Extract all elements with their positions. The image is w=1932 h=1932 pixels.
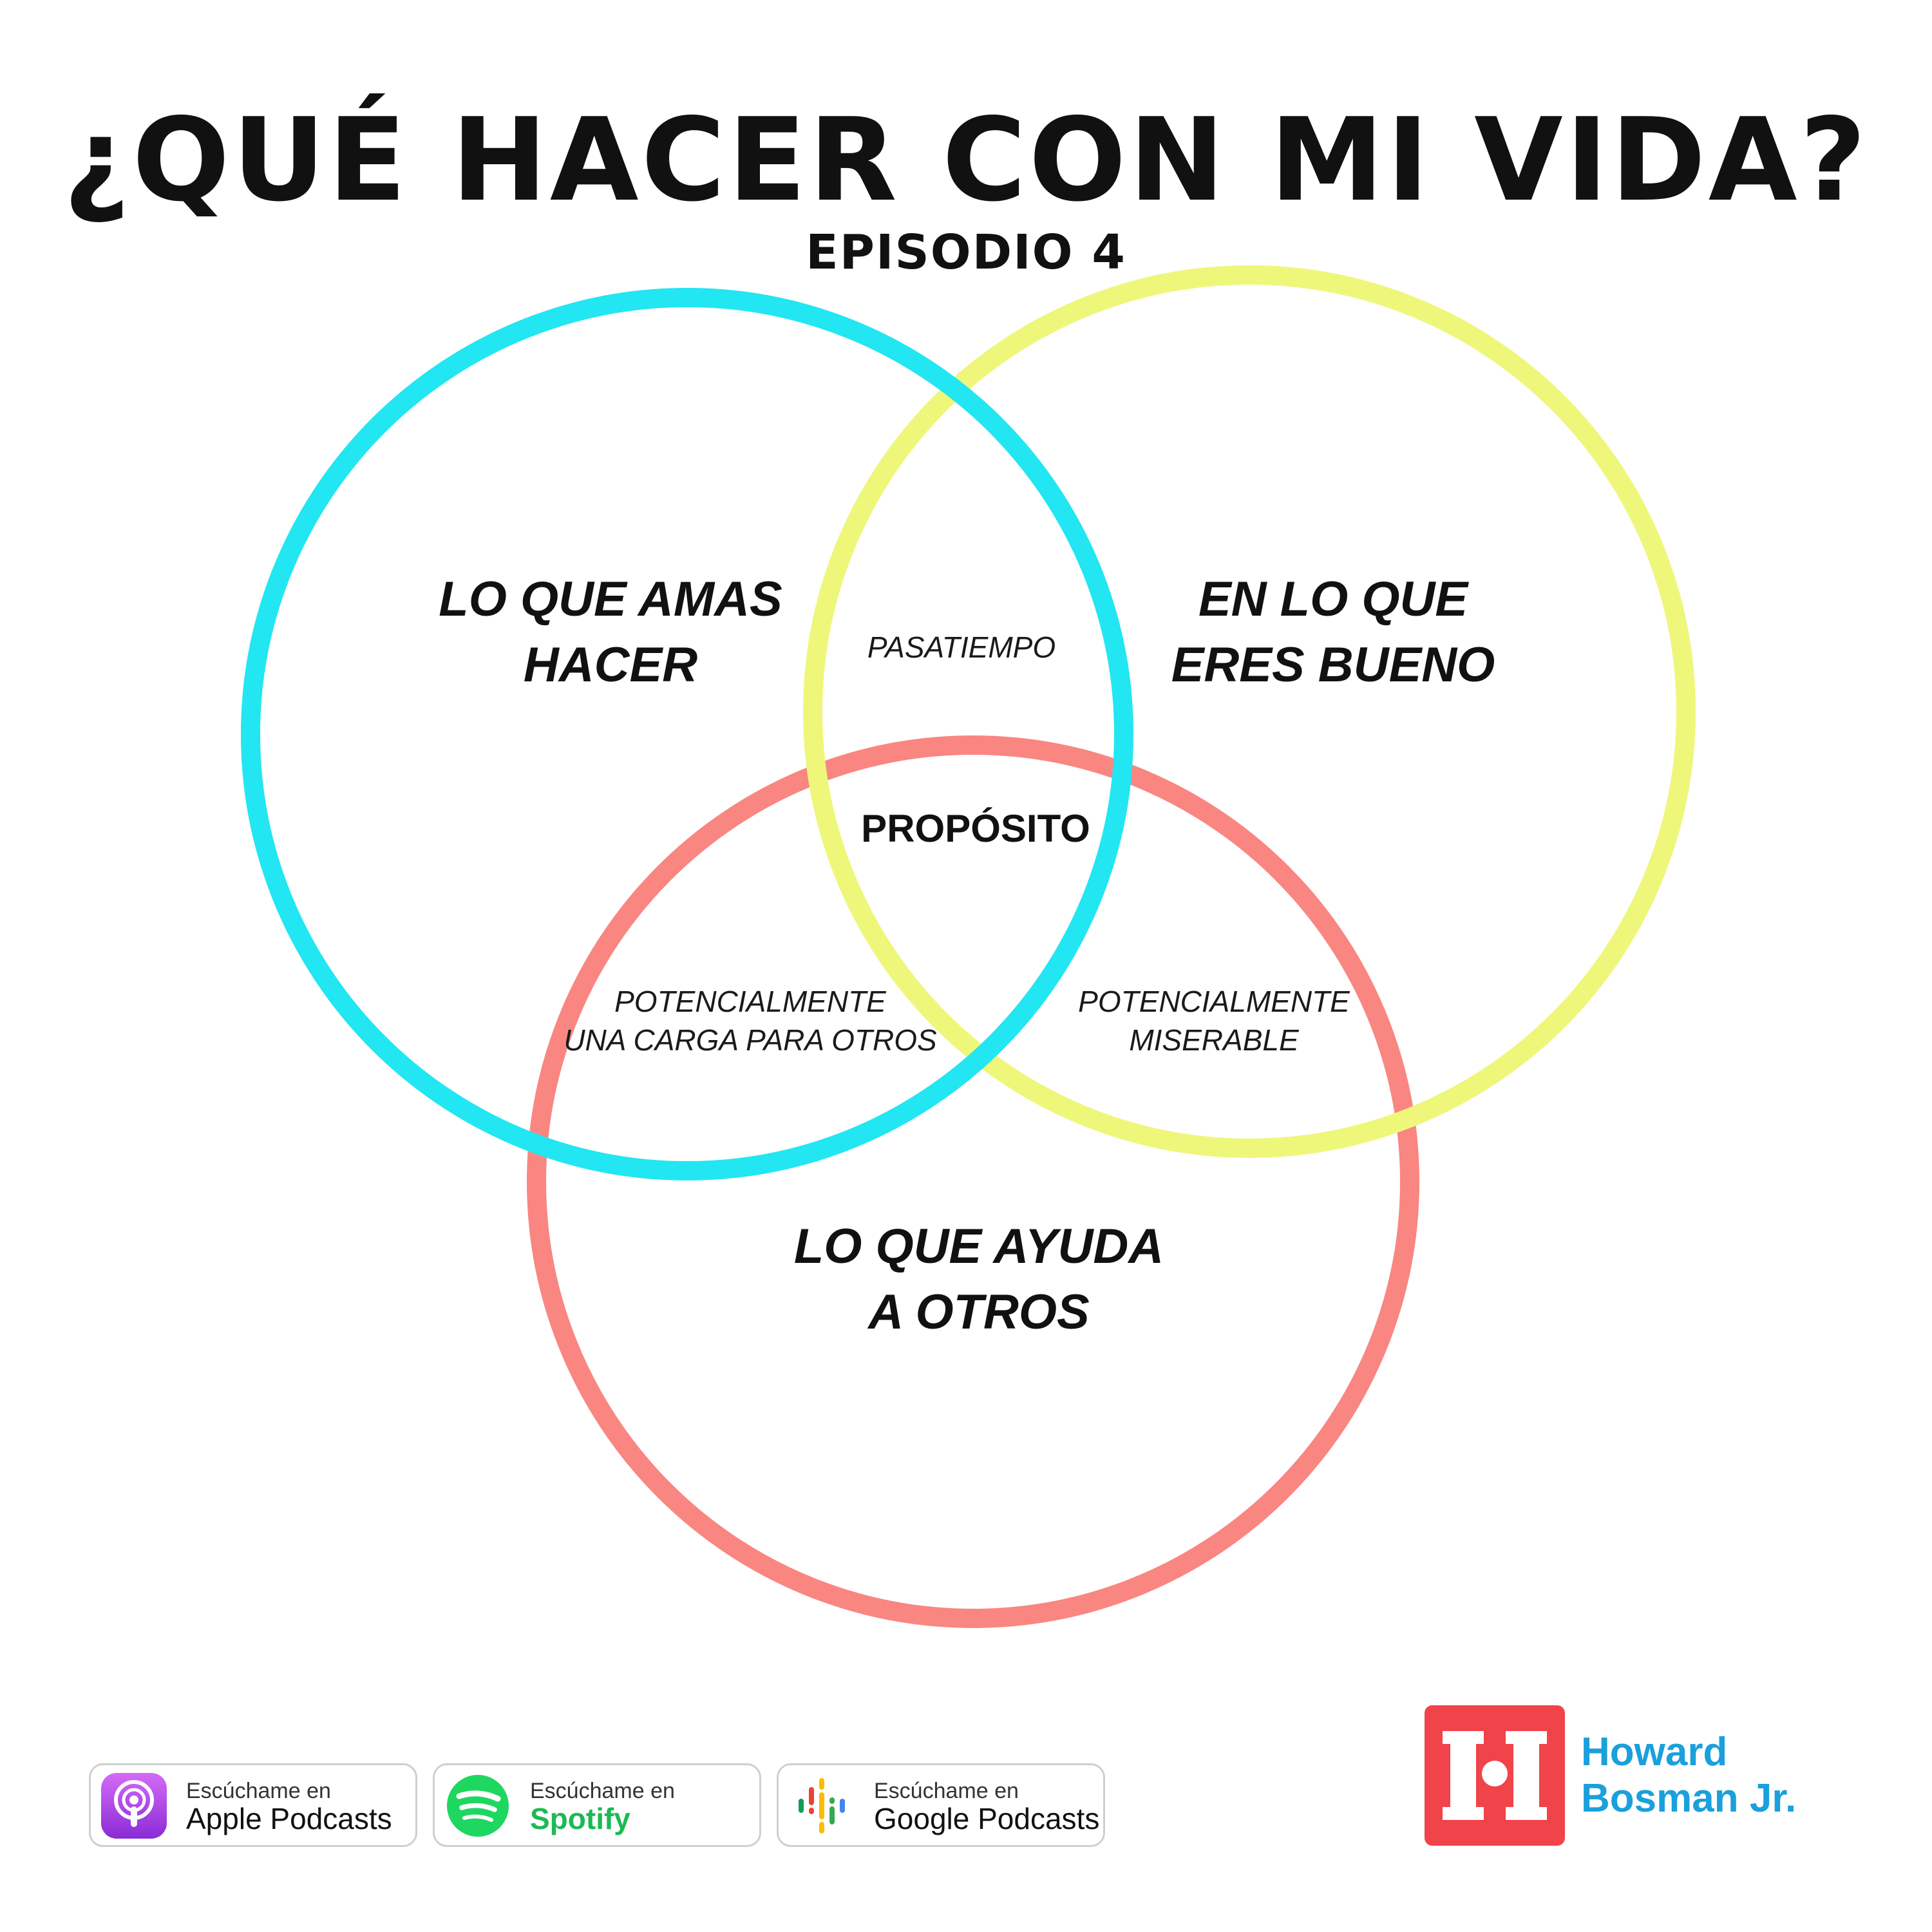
badge-service: Google Podcasts <box>874 1802 1100 1835</box>
overlap-label-proposito: PROPÓSITO <box>861 807 1090 850</box>
overlap-label-carga: POTENCIALMENTE UNA CARGA PARA OTROS <box>564 985 937 1057</box>
badge-service: Spotify <box>530 1802 630 1835</box>
badge-prefix: Escúchame en <box>186 1779 331 1803</box>
brand-name: Howard Bosman Jr. <box>1581 1730 1797 1821</box>
set-label-love: LO QUE AMAS HACER <box>439 572 782 692</box>
overlap-label-pasatiempo: PASATIEMPO <box>867 630 1056 664</box>
set-label-good: EN LO QUE ERES BUENO <box>1171 572 1495 692</box>
apple-podcasts-icon <box>101 1773 167 1839</box>
set-label-helps: LO QUE AYUDA A OTROS <box>793 1219 1164 1340</box>
brand-logo <box>1425 1705 1565 1846</box>
apple-podcasts-badge[interactable]: Escúchame en Apple Podcasts <box>89 1763 417 1847</box>
spotify-badge[interactable]: Escúchame en Spotify <box>433 1763 761 1847</box>
badge-prefix: Escúchame en <box>874 1779 1019 1803</box>
overlap-label-miserable: POTENCIALMENTE MISERABLE <box>1078 985 1350 1057</box>
circle-lo-que-amas <box>241 288 1133 1180</box>
google-podcasts-icon <box>789 1773 855 1839</box>
circle-en-lo-que-eres-bueno <box>803 265 1696 1158</box>
badge-prefix: Escúchame en <box>530 1779 675 1803</box>
badge-service: Apple Podcasts <box>186 1802 392 1835</box>
page-title: ¿QUÉ HACER CON MI VIDA? <box>63 93 1869 227</box>
hb-monogram-icon <box>1443 1731 1547 1820</box>
spotify-icon <box>445 1773 511 1839</box>
google-podcasts-badge[interactable]: Escúchame en Google Podcasts <box>777 1763 1105 1847</box>
episode-subtitle: EPISODIO 4 <box>806 225 1126 280</box>
circle-lo-que-ayuda <box>527 735 1419 1628</box>
